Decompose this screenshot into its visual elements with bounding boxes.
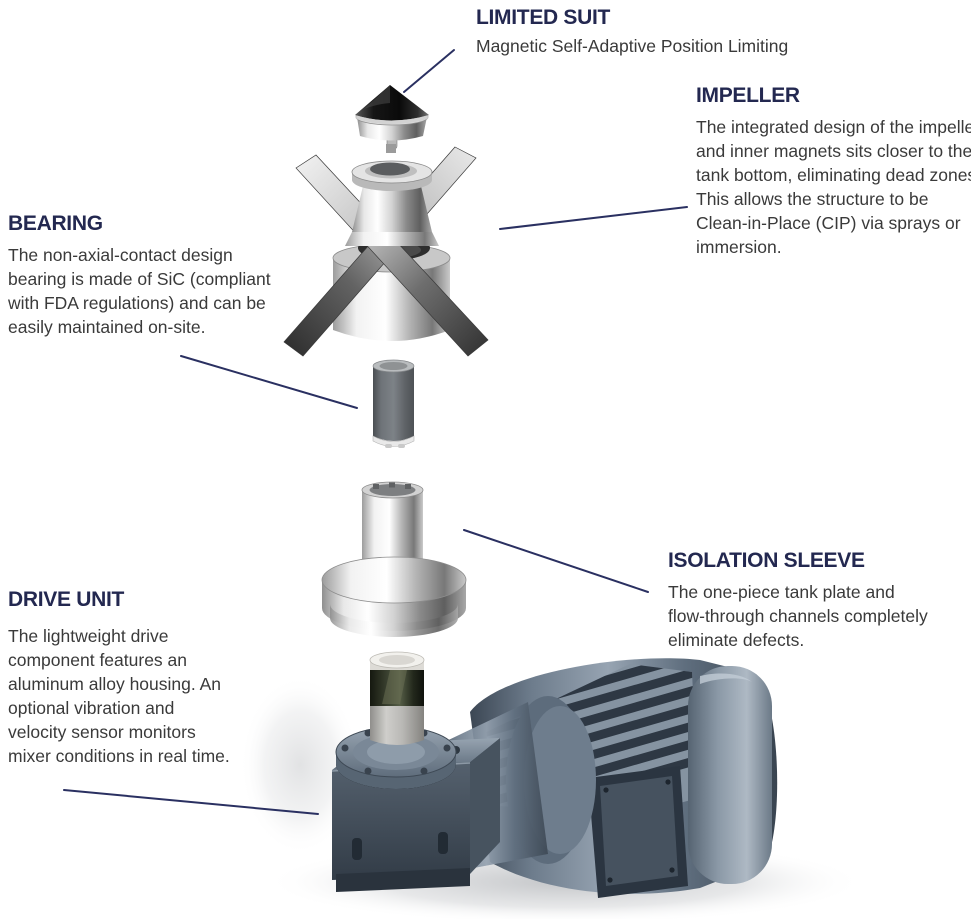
callout-title-impeller: IMPELLER: [696, 84, 800, 107]
callout-body-line: The integrated design of the impeller: [696, 117, 971, 137]
leader-line-drive-unit: [63, 789, 319, 815]
callout-body-line: tank bottom, eliminating dead zones.: [696, 165, 971, 185]
callout-title-drive-unit: DRIVE UNIT: [8, 588, 125, 611]
leader-line-isolation-sleeve: [463, 529, 649, 593]
callout-body-line: Clean-in-Place (CIP) via sprays or: [696, 213, 961, 233]
callout-body-line: mixer conditions in real time.: [8, 746, 230, 766]
callout-body-line: component features an: [8, 650, 188, 670]
isolation-sleeve-illustration: [321, 481, 467, 637]
callout-title-limited-suit: LIMITED SUIT: [476, 6, 611, 29]
callout-body-line: This allows the structure to be: [696, 189, 929, 209]
callout-limited-suit: LIMITED SUIT Magnetic Self-Adaptive Posi…: [476, 6, 788, 58]
callout-body-line: with FDA regulations) and can be: [8, 293, 266, 313]
callout-drive-unit: DRIVE UNIT The lightweight drive componen…: [8, 588, 230, 768]
callout-body-line: The one-piece tank plate and: [668, 582, 895, 602]
impeller-illustration: [283, 144, 489, 357]
callout-title-isolation-sleeve: ISOLATION SLEEVE: [668, 549, 865, 572]
callout-body-line: easily maintained on-site.: [8, 317, 206, 337]
callout-bearing: BEARING The non-axial-contact design bear…: [8, 212, 271, 339]
callout-body-limited-suit: Magnetic Self-Adaptive Position Limiting: [476, 34, 788, 58]
callout-title-bearing: BEARING: [8, 212, 103, 235]
leader-line-bearing: [180, 355, 358, 409]
drive-unit-illustration: [331, 651, 778, 898]
leader-line-limited-suit: [403, 49, 455, 93]
callout-body-line: optional vibration and: [8, 698, 175, 718]
callout-body-line: Magnetic Self-Adaptive Position Limiting: [476, 36, 789, 56]
callout-body-line: bearing is made of SiC (compliant: [8, 269, 271, 289]
callout-body-line: velocity sensor monitors: [8, 722, 196, 742]
callout-body-line: and inner magnets sits closer to the: [696, 141, 971, 161]
callout-isolation-sleeve: ISOLATION SLEEVE The one-piece tank plat…: [668, 549, 928, 652]
callout-body-bearing: The non-axial-contact design bearing is m…: [8, 243, 271, 339]
callout-body-line: aluminum alloy housing. An: [8, 674, 222, 694]
callout-body-line: The lightweight drive: [8, 626, 169, 646]
callout-body-line: The non-axial-contact design: [8, 245, 233, 265]
callout-body-line: flow-through channels completely: [668, 606, 928, 626]
bearing-illustration: [372, 359, 415, 448]
callout-body-isolation-sleeve: The one-piece tank plate and flow-through…: [668, 580, 928, 652]
callout-body-line: eliminate defects.: [668, 630, 805, 650]
callout-body-impeller: The integrated design of the impeller and…: [696, 115, 971, 259]
callout-body-line: immersion.: [696, 237, 782, 257]
callout-body-drive-unit: The lightweight drive component features …: [8, 624, 230, 768]
leader-line-impeller: [499, 206, 688, 230]
callout-impeller: IMPELLER The integrated design of the im…: [696, 84, 971, 259]
limited-suit-cap-illustration: [355, 85, 429, 150]
